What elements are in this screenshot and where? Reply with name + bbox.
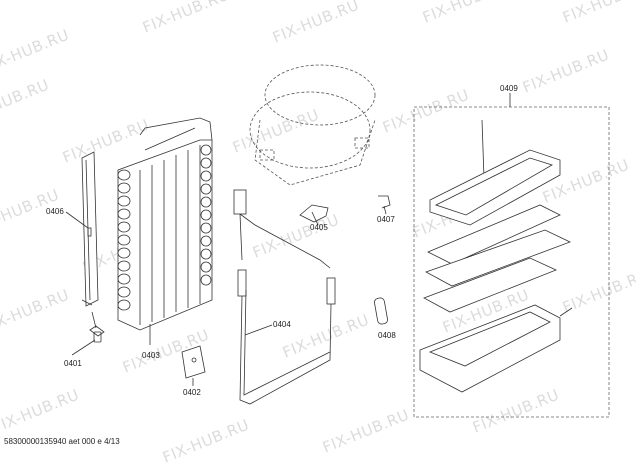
coil-loop-left: [117, 208, 131, 220]
document-footer: 58300000135940 aet 000 e 4/13: [4, 437, 120, 446]
coil-loop-left: [117, 182, 131, 194]
coil-loop-right: [200, 274, 212, 286]
label-0404: 0404: [273, 320, 291, 329]
condenser-coils: [117, 144, 212, 311]
diagram-drawing: [65, 64, 610, 418]
coil-loop-right: [200, 209, 212, 221]
coil-loop-left: [117, 273, 131, 285]
coil-loop-left: [117, 195, 131, 207]
coil-loop-left: [117, 299, 131, 311]
coil-loop-left: [117, 221, 131, 233]
part-0408-pin: [374, 297, 388, 325]
part-0406-strip: [65, 151, 99, 307]
label-0402: 0402: [183, 388, 201, 397]
coil-loop-right: [200, 196, 212, 208]
coil-loop-right: [200, 144, 212, 156]
label-0409: 0409: [500, 84, 518, 93]
coil-loop-right: [200, 222, 212, 234]
compressor-outline: [249, 64, 376, 186]
coil-loop-left: [117, 169, 131, 181]
coil-loop-left: [117, 234, 131, 246]
part-0401-screw: [71, 299, 105, 356]
part-0409-tray-assembly: [413, 93, 610, 418]
label-0406: 0406: [46, 207, 64, 216]
coil-loop-right: [200, 235, 212, 247]
label-0407: 0407: [377, 215, 395, 224]
coil-loop-right: [200, 157, 212, 169]
label-0408: 0408: [378, 331, 396, 340]
coil-loop-right: [200, 183, 212, 195]
coil-loop-right: [200, 261, 212, 273]
coil-loop-left: [117, 247, 131, 259]
coil-loop-right: [200, 170, 212, 182]
part-0404-wire-loom: [233, 189, 336, 405]
part-0402-bracket: [181, 345, 206, 386]
coil-loop-right: [200, 248, 212, 260]
coil-loop-left: [117, 286, 131, 298]
label-0403: 0403: [142, 351, 160, 360]
part-0407-clip: [378, 195, 391, 215]
part-0405-bracket: [299, 204, 329, 226]
label-0401: 0401: [64, 359, 82, 368]
part-0403-condenser: [117, 117, 213, 345]
coil-loop-left: [117, 260, 131, 272]
label-0405: 0405: [310, 223, 328, 232]
